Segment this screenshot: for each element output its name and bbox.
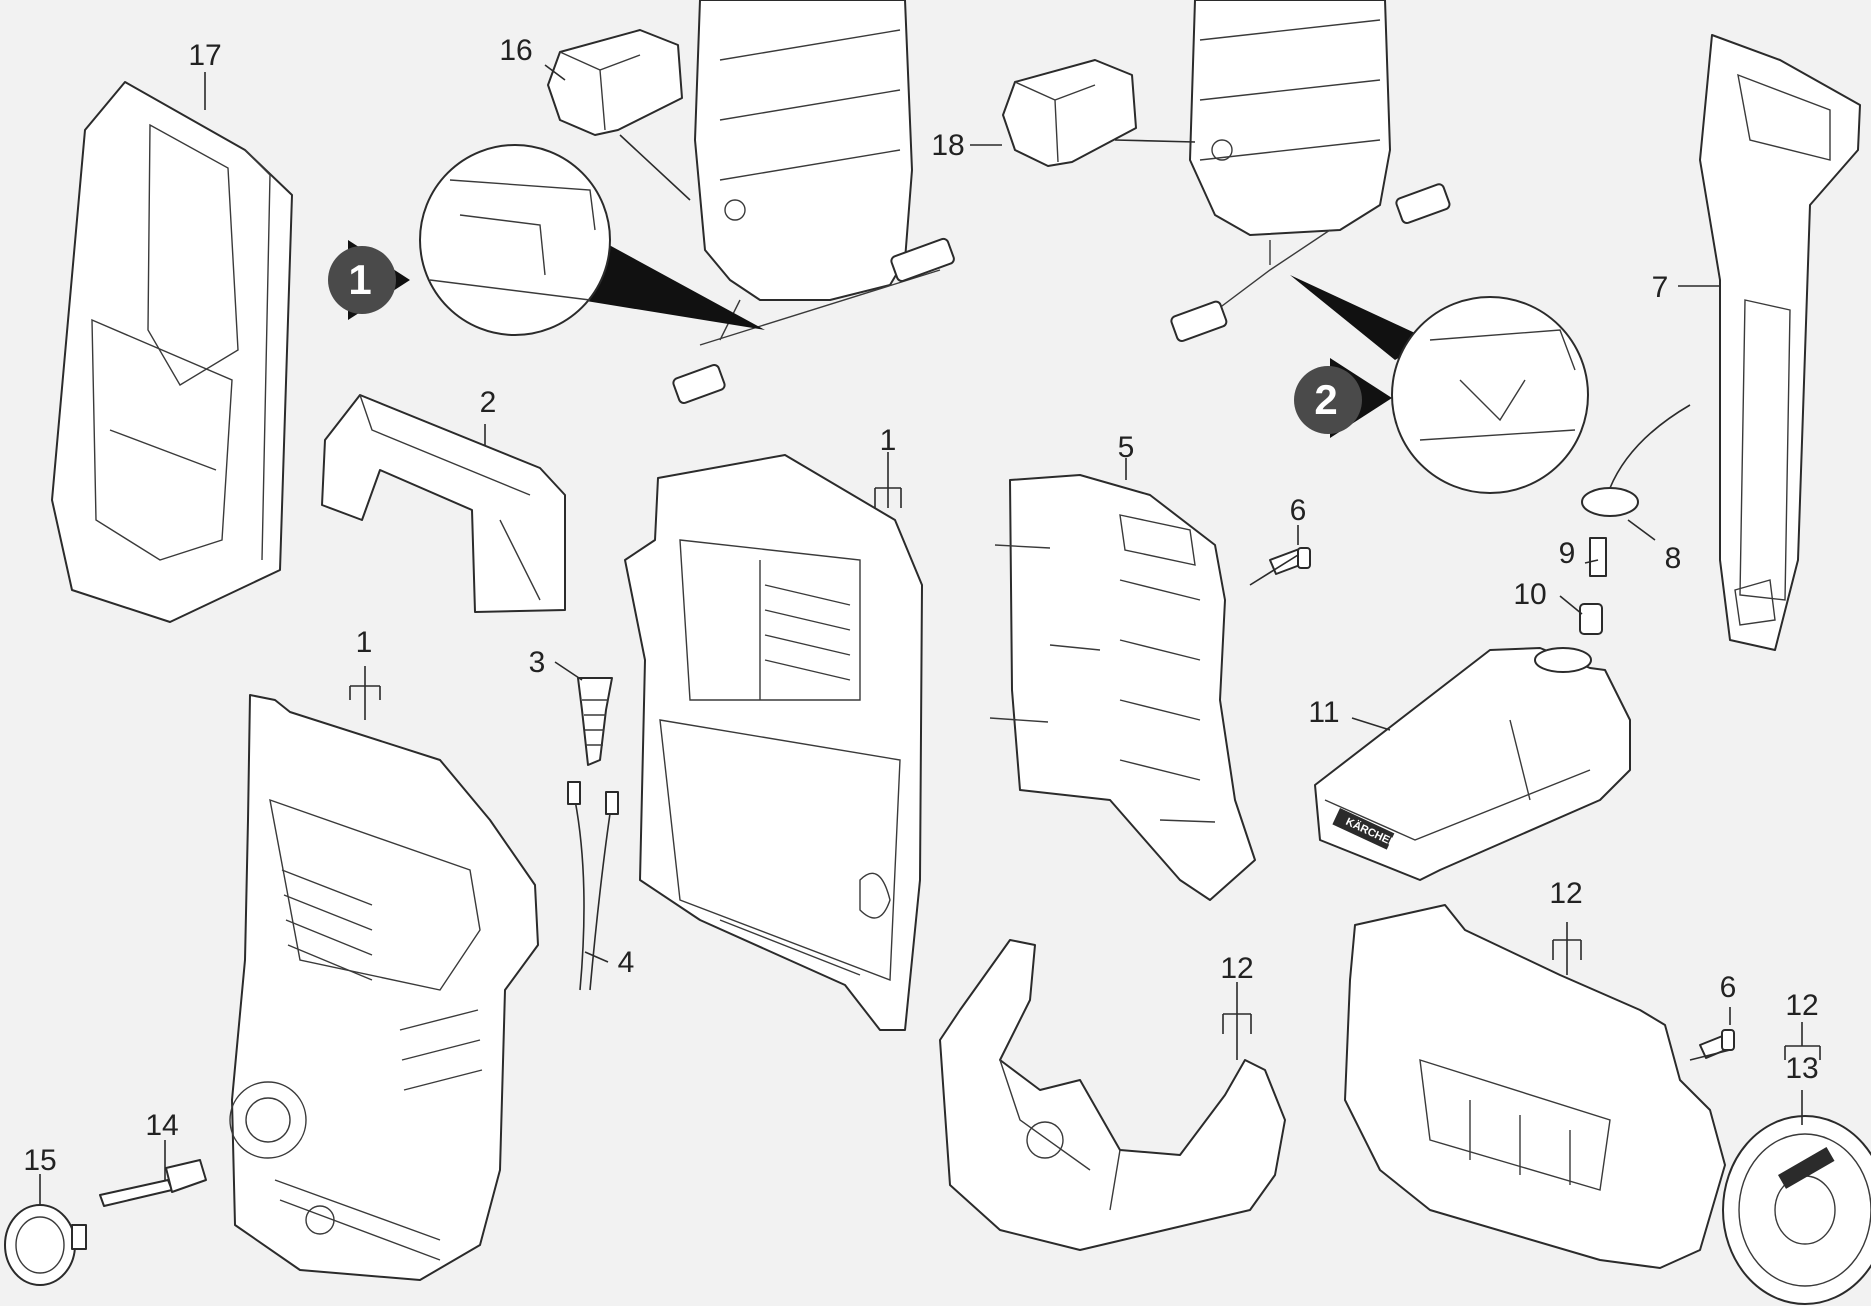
label-12-rear: 12: [1549, 877, 1582, 910]
label-3: 3: [529, 646, 546, 679]
part-number-labels: 17 16 18 7 2 1 5 6 9 8 10 1 3 11 12 4 12…: [23, 34, 1818, 1177]
label-8: 8: [1665, 542, 1682, 575]
badge-1: 1: [328, 240, 410, 320]
magnifier-1: [419, 144, 765, 336]
pump-unit-a: [672, 0, 955, 405]
label-6-bottom: 6: [1720, 971, 1737, 1004]
label-4: 4: [618, 946, 635, 979]
label-16: 16: [499, 34, 532, 67]
label-11: 11: [1308, 696, 1339, 729]
pump-unit-b: [1170, 0, 1451, 343]
label-2: 2: [480, 386, 497, 419]
label-1-housing: 1: [356, 626, 373, 659]
label-7: 7: [1652, 271, 1669, 304]
label-14: 14: [145, 1109, 178, 1142]
part-16-switch: [547, 29, 683, 136]
part-11-detergent-tank: KÄRCHER: [1314, 647, 1631, 881]
label-17: 17: [188, 39, 221, 72]
part-1-front-housing: [229, 694, 539, 1281]
label-12-wheel: 12: [1785, 989, 1818, 1022]
part-9-tube: [1589, 537, 1607, 577]
label-15: 15: [23, 1144, 56, 1177]
part-7-push-handle: [1699, 34, 1861, 651]
label-9: 9: [1559, 537, 1576, 570]
magnifier-2: [1290, 275, 1589, 494]
badge-2-number: 2: [1314, 376, 1337, 423]
part-14-rod: [99, 1159, 207, 1207]
badge-1-number: 1: [348, 256, 371, 303]
part-8-cap-hose: [1581, 404, 1691, 517]
part-3-connector: [577, 677, 613, 766]
part-17-cover: [51, 81, 293, 623]
part-12-base-front: [939, 939, 1286, 1251]
label-13: 13: [1785, 1052, 1818, 1085]
label-18: 18: [931, 129, 964, 162]
part-1-rear-frame: [624, 454, 923, 1031]
part-18-switch: [1002, 59, 1137, 167]
part-10-filter: [1579, 603, 1603, 635]
part-6-screw-a: [1269, 547, 1311, 575]
part-4-cable: [567, 781, 619, 991]
label-5: 5: [1118, 431, 1135, 464]
label-12-front: 12: [1220, 952, 1253, 985]
part-5-side-panel: [989, 474, 1256, 901]
part-12-base-rear: [1344, 904, 1726, 1269]
part-2-handle: [321, 394, 566, 613]
label-6-top: 6: [1290, 494, 1307, 527]
leader-lines: [39, 64, 1821, 1205]
part-15-knob: [4, 1204, 87, 1286]
badge-2: 2: [1294, 358, 1392, 438]
label-10: 10: [1513, 578, 1546, 611]
label-1-frame: 1: [880, 424, 897, 457]
part-13-wheel: [1722, 1115, 1871, 1305]
